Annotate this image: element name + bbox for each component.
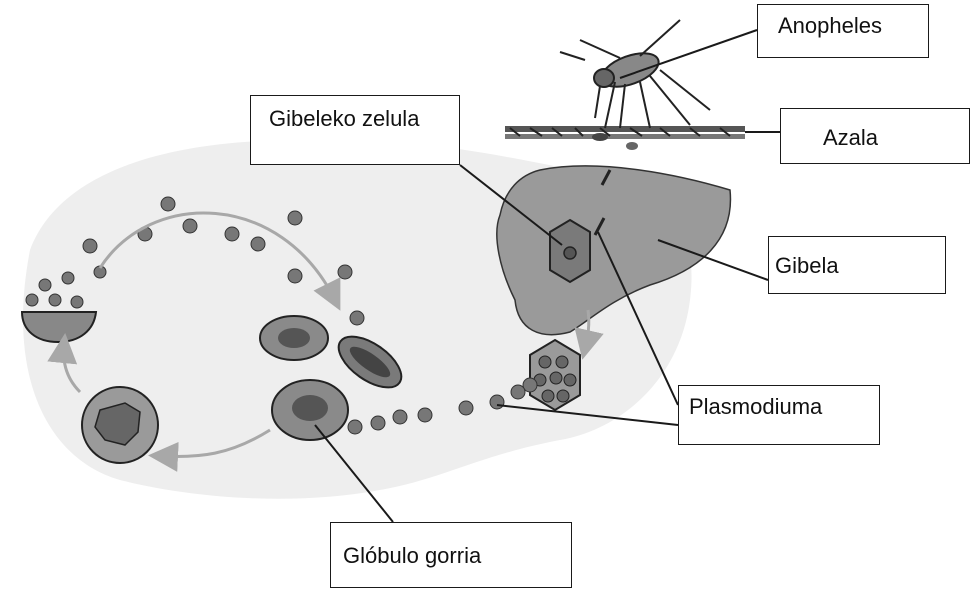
infected-cell: [82, 387, 158, 463]
label-gibela: Gibela: [775, 253, 839, 279]
label-globulo-gorria: Glóbulo gorria: [343, 543, 481, 569]
label-anopheles: Anopheles: [778, 13, 882, 39]
label-box-anopheles: Anopheles: [757, 4, 929, 58]
label-azala: Azala: [823, 125, 878, 151]
liver-cell-hexagon: [550, 220, 590, 282]
label-box-azala: Azala: [780, 108, 970, 164]
label-box-gibela: Gibela: [768, 236, 946, 294]
label-box-globulo-gorria: Glóbulo gorria: [330, 522, 572, 588]
label-box-gibeleko-zelula: Gibeleko zelula: [250, 95, 460, 165]
label-box-plasmodiuma: Plasmodiuma: [678, 385, 880, 445]
label-plasmodiuma: Plasmodiuma: [689, 394, 822, 420]
label-gibeleko-zelula: Gibeleko zelula: [269, 106, 419, 132]
skin-layer: [505, 126, 745, 150]
mosquito-illustration: [560, 20, 710, 128]
schizont-hexagon: [530, 340, 580, 410]
